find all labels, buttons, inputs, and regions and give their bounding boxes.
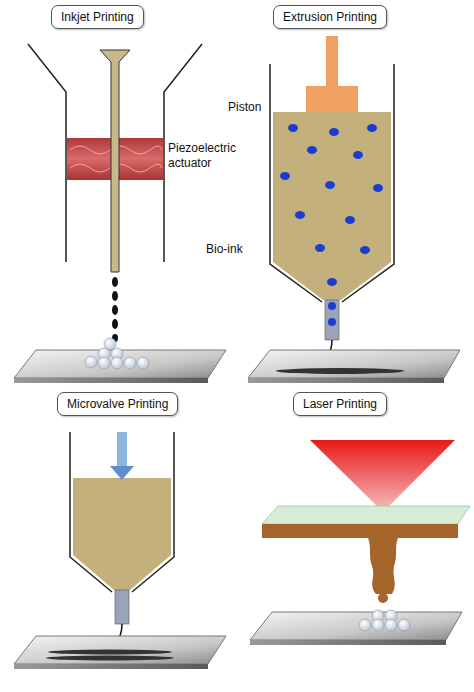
- title-text: Extrusion Printing: [283, 10, 377, 24]
- microvalve-plate: [14, 636, 226, 669]
- laser-setup: [262, 440, 470, 603]
- part-label: Piston: [228, 100, 261, 115]
- laser-plate: [250, 610, 462, 645]
- pressure-arrow: [117, 432, 127, 468]
- title-text: Laser Printing: [303, 397, 377, 411]
- title-box: Laser Printing: [293, 392, 387, 416]
- inkjet-plate: [14, 338, 226, 383]
- title-box: Inkjet Printing: [51, 5, 144, 29]
- title-box: Extrusion Printing: [273, 5, 387, 29]
- extrusion-syringe: [270, 36, 394, 372]
- title-text: Inkjet Printing: [61, 10, 134, 24]
- laser-beam: [310, 440, 455, 512]
- microvalve-syringe: [70, 432, 174, 658]
- title-box: Microvalve Printing: [57, 392, 178, 416]
- extrusion-plate: [248, 350, 460, 383]
- inkjet-head: [28, 44, 202, 342]
- title-text: Microvalve Printing: [67, 397, 168, 411]
- part-label: Piezoelectric actuator: [168, 141, 258, 171]
- part-label: Bio-ink: [206, 242, 243, 257]
